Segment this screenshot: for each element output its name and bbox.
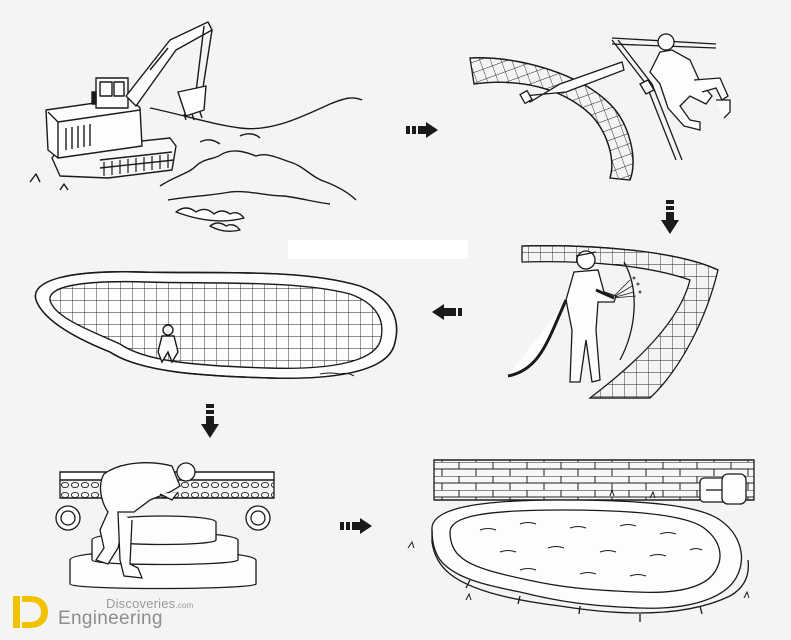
arrow-right-icon (406, 122, 438, 138)
discoveries-logo-icon (10, 592, 50, 632)
step-3-gunite-spraying (508, 246, 718, 398)
worker-plumbing-icon (640, 34, 730, 130)
pool-shell-icon (35, 272, 396, 379)
redacted-label-area (288, 240, 468, 259)
step-6-finished-pool (408, 460, 754, 622)
arrow-down-icon (661, 200, 679, 234)
arrow-left-icon (432, 304, 462, 320)
finished-pool-icon (432, 500, 748, 622)
watermark-logo: Discoveries.com Engineering (8, 588, 228, 636)
watermark-brand: Engineering (58, 608, 163, 630)
pool-pump-icon (700, 474, 746, 504)
step-4-pool-shell (35, 272, 396, 379)
arrow-down-icon (201, 404, 219, 438)
step-2-rebar-plumbing (470, 34, 730, 180)
arrow-right-icon (340, 518, 372, 534)
step-5-steps-tile (56, 463, 274, 589)
pool-steps-icon (70, 516, 256, 589)
step-1-excavation (30, 22, 362, 231)
spray-icon (612, 277, 641, 298)
worker-spraying-icon (508, 251, 616, 382)
excavator-icon (46, 22, 212, 178)
